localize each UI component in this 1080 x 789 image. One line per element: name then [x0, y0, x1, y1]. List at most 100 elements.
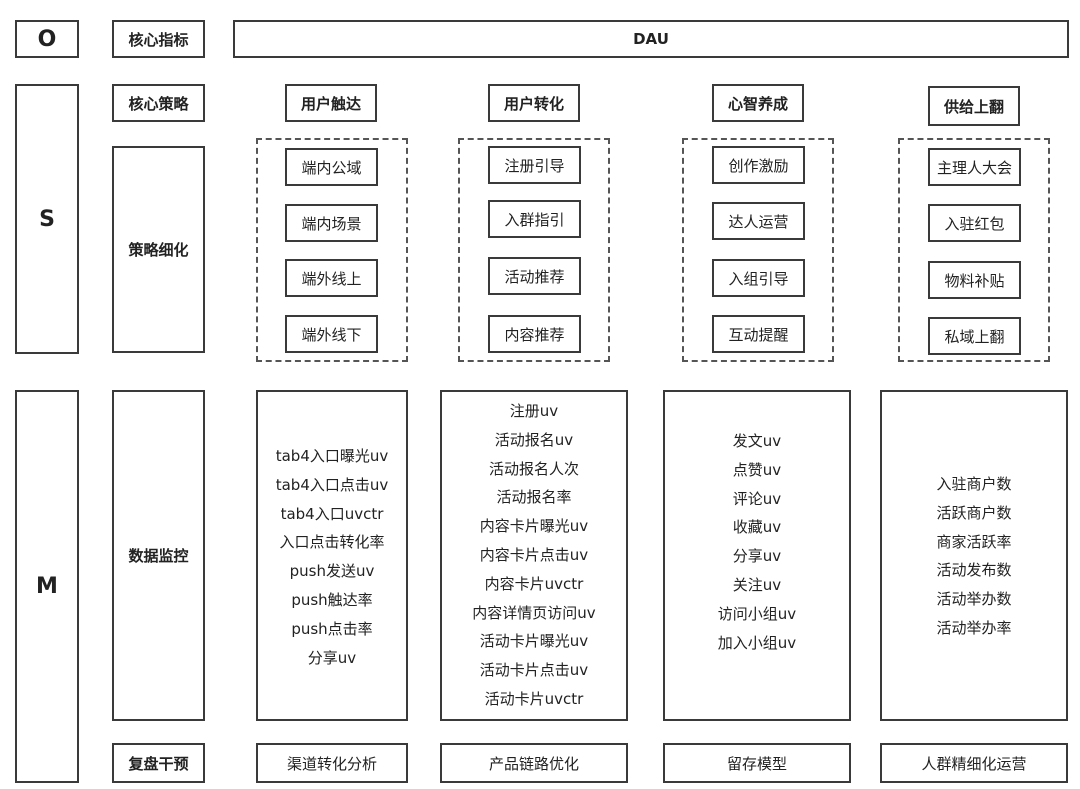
metric-item: 活跃商户数 [936, 503, 1012, 522]
strategy-item: 入群指引 [488, 200, 581, 238]
metric-item: 活动卡片点击uv [479, 661, 589, 680]
metrics-box-reach: tab4入口曝光uv tab4入口点击uv tab4入口uvctr 入口点击转化… [256, 390, 408, 721]
strategy-item-text: 入组引导 [728, 269, 789, 288]
strategy-item-text: 创作激励 [728, 156, 789, 175]
metric-item: 活动卡片uvctr [484, 689, 584, 708]
strategy-item-text: 内容推荐 [504, 325, 565, 344]
layer-o: O [15, 20, 79, 58]
metric-item: 点赞uv [732, 460, 782, 479]
metric-item: 收藏uv [732, 518, 782, 537]
strategy-item-text: 入群指引 [504, 210, 565, 229]
review-text: 产品链路优化 [488, 754, 579, 773]
review-box: 渠道转化分析 [256, 743, 408, 783]
strategy-item: 活动推荐 [488, 257, 581, 295]
metric-item: tab4入口uvctr [280, 504, 384, 523]
strategy-header-convert: 用户转化 [488, 84, 580, 122]
metric-item: 商家活跃率 [936, 532, 1012, 551]
review-text: 留存模型 [726, 754, 787, 773]
row-label-core-metric: 核心指标 [112, 20, 205, 58]
metrics-box-convert: 注册uv 活动报名uv 活动报名人次 活动报名率 内容卡片曝光uv 内容卡片点击… [440, 390, 628, 721]
metric-item: push点击率 [291, 619, 373, 638]
strategy-header-text: 心智养成 [727, 94, 788, 113]
row-label-core-strategy-text: 核心策略 [128, 94, 189, 113]
strategy-header-supply: 供给上翻 [928, 86, 1020, 126]
metric-item: 评论uv [732, 489, 782, 508]
strategy-item-text: 互动提醒 [728, 325, 789, 344]
metric-item: 活动报名uv [494, 430, 574, 449]
metric-item: 内容卡片点击uv [479, 545, 589, 564]
strategy-item: 达人运营 [712, 202, 805, 240]
metric-item: 分享uv [732, 547, 782, 566]
metric-item: 内容详情页访问uv [472, 603, 596, 622]
metric-item: 发文uv [732, 432, 782, 450]
strategy-item-text: 达人运营 [728, 212, 789, 231]
strategy-group-mindset [682, 138, 834, 362]
metric-item: 活动发布数 [936, 561, 1012, 580]
strategy-item-text: 端外线上 [301, 269, 362, 288]
dau-box: DAU [233, 20, 1069, 58]
metric-item: 活动举办数 [936, 590, 1012, 609]
strategy-item-text: 入驻红包 [944, 214, 1005, 233]
strategy-group-supply [898, 138, 1050, 362]
strategy-item: 入组引导 [712, 259, 805, 297]
metric-item: 注册uv [509, 402, 559, 420]
strategy-item: 端内场景 [285, 204, 378, 242]
strategy-header-text: 用户触达 [300, 94, 361, 113]
metric-item: 活动举办率 [936, 618, 1012, 637]
dau-label: DAU [633, 30, 669, 48]
strategy-item: 端内公域 [285, 148, 378, 186]
strategy-item: 主理人大会 [928, 148, 1021, 186]
metric-item: 关注uv [732, 575, 782, 594]
strategy-item-text: 端内场景 [301, 214, 362, 233]
strategy-item: 私域上翻 [928, 317, 1021, 355]
review-box: 产品链路优化 [440, 743, 628, 783]
strategy-item: 创作激励 [712, 146, 805, 184]
metrics-list: 注册uv 活动报名uv 活动报名人次 活动报名率 内容卡片曝光uv 内容卡片点击… [442, 397, 626, 714]
metric-item: 加入小组uv [717, 633, 797, 652]
strategy-group-convert [458, 138, 610, 362]
layer-m: M [15, 390, 79, 783]
metrics-list: 入驻商户数 活跃商户数 商家活跃率 活动发布数 活动举办数 活动举办率 [882, 470, 1066, 643]
review-box: 留存模型 [663, 743, 851, 783]
row-label-core-metric-text: 核心指标 [128, 30, 189, 49]
strategy-header-text: 用户转化 [503, 94, 564, 113]
metrics-list: 发文uv 点赞uv 评论uv 收藏uv 分享uv 关注uv 访问小组uv 加入小… [665, 427, 849, 657]
strategy-item-text: 端内公域 [301, 158, 362, 177]
review-box: 人群精细化运营 [880, 743, 1068, 783]
metric-item: 入驻商户数 [936, 475, 1012, 493]
metric-item: push发送uv [289, 562, 375, 581]
metric-item: 访问小组uv [717, 604, 797, 623]
row-label-data-monitor-text: 数据监控 [128, 547, 189, 565]
row-label-core-strategy: 核心策略 [112, 84, 205, 122]
row-label-review-text: 复盘干预 [128, 754, 189, 773]
strategy-header-mindset: 心智养成 [712, 84, 804, 122]
strategy-item: 端外线上 [285, 259, 378, 297]
review-text: 人群精细化运营 [921, 754, 1027, 773]
strategy-header-reach: 用户触达 [285, 84, 377, 122]
metric-item: 内容卡片曝光uv [479, 517, 589, 536]
strategy-item-text: 注册引导 [504, 156, 565, 175]
metric-item: 入口点击转化率 [279, 533, 385, 552]
row-label-review: 复盘干预 [112, 743, 205, 783]
layer-s-label: S [39, 206, 55, 232]
strategy-item: 入驻红包 [928, 204, 1021, 242]
row-label-strategy-detail-text: 策略细化 [128, 241, 189, 259]
metrics-box-mindset: 发文uv 点赞uv 评论uv 收藏uv 分享uv 关注uv 访问小组uv 加入小… [663, 390, 851, 721]
strategy-item: 内容推荐 [488, 315, 581, 353]
metric-item: push触达率 [291, 590, 373, 609]
metric-item: 内容卡片uvctr [484, 574, 584, 593]
row-label-data-monitor: 数据监控 [112, 390, 205, 721]
strategy-item-text: 主理人大会 [936, 158, 1012, 177]
strategy-item: 端外线下 [285, 315, 378, 353]
strategy-item-text: 私域上翻 [944, 327, 1005, 346]
strategy-item: 物料补贴 [928, 261, 1021, 299]
review-text: 渠道转化分析 [286, 754, 377, 773]
strategy-item-text: 物料补贴 [944, 271, 1005, 290]
metric-item: 活动报名率 [496, 488, 572, 507]
strategy-group-reach [256, 138, 408, 362]
row-label-strategy-detail: 策略细化 [112, 146, 205, 353]
strategy-item: 互动提醒 [712, 315, 805, 353]
metric-item: 分享uv [307, 648, 357, 667]
metric-item: 活动报名人次 [488, 459, 579, 478]
strategy-item: 注册引导 [488, 146, 581, 184]
